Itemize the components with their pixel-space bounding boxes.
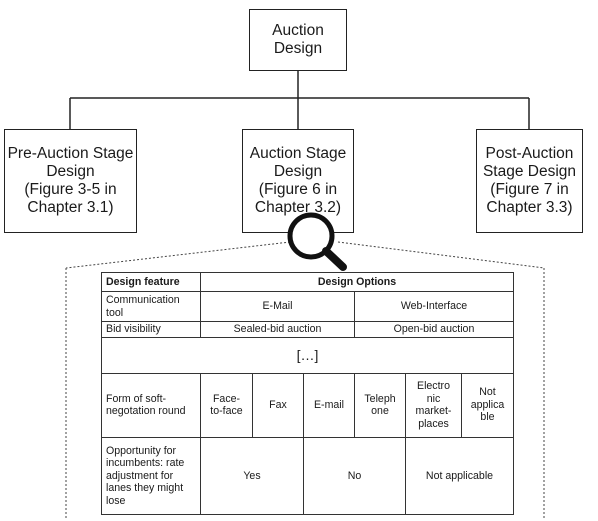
table-row-bid-visibility: Bid visibility Sealed-bid auction Open-b… xyxy=(101,321,514,338)
row-label: Opportunity for incumbents: rate adjustm… xyxy=(101,436,201,516)
ellipsis-cell: […] xyxy=(101,336,514,374)
option-cell: Not applica ble xyxy=(461,372,514,438)
option-cell: E-Mail xyxy=(200,291,355,323)
row-label: Form of soft-negotation round xyxy=(101,372,201,438)
option-cell: Face- to-face xyxy=(200,372,253,438)
table-row-communication: Communication tool E-Mail Web-Interface xyxy=(101,291,514,323)
design-options-header: Design Options xyxy=(200,271,514,293)
option-cell: E-mail xyxy=(303,372,355,438)
node-post-auction-stage-design: Post-Auction Stage Design (Figure 7 in C… xyxy=(476,129,583,233)
design-feature-header: Design feature xyxy=(101,271,201,293)
table-row-ellipsis: […] xyxy=(101,336,514,374)
pre-auction-node-label: Pre-Auction Stage Design (Figure 3-5 in … xyxy=(7,145,134,216)
option-cell: Teleph one xyxy=(354,372,406,438)
table-header-row: Design feature Design Options xyxy=(101,271,514,293)
option-cell: Sealed-bid auction xyxy=(200,321,355,338)
option-cell: Web-Interface xyxy=(354,291,514,323)
option-cell: Electro nic market- places xyxy=(405,372,462,438)
table-row-incumbents: Opportunity for incumbents: rate adjustm… xyxy=(101,436,514,516)
row-label: Communication tool xyxy=(101,291,201,323)
root-node-label: Auction Design xyxy=(272,22,324,57)
node-pre-auction-stage-design: Pre-Auction Stage Design (Figure 3-5 in … xyxy=(4,129,137,233)
option-cell: Not applicable xyxy=(405,436,514,516)
root-node-auction-design: Auction Design xyxy=(249,9,347,71)
option-cell: No xyxy=(303,436,406,516)
option-cell: Open-bid auction xyxy=(354,321,514,338)
node-auction-stage-design: Auction Stage Design (Figure 6 in Chapte… xyxy=(242,129,354,233)
option-cell: Yes xyxy=(200,436,304,516)
row-label: Bid visibility xyxy=(101,321,201,338)
post-auction-node-label: Post-Auction Stage Design (Figure 7 in C… xyxy=(482,145,577,216)
design-options-table: Design feature Design Options Communicat… xyxy=(101,271,514,516)
auction-stage-node-label: Auction Stage Design (Figure 6 in Chapte… xyxy=(249,145,347,216)
table-row-soft-negotiation: Form of soft-negotation round Face- to-f… xyxy=(101,372,514,438)
option-cell: Fax xyxy=(252,372,304,438)
